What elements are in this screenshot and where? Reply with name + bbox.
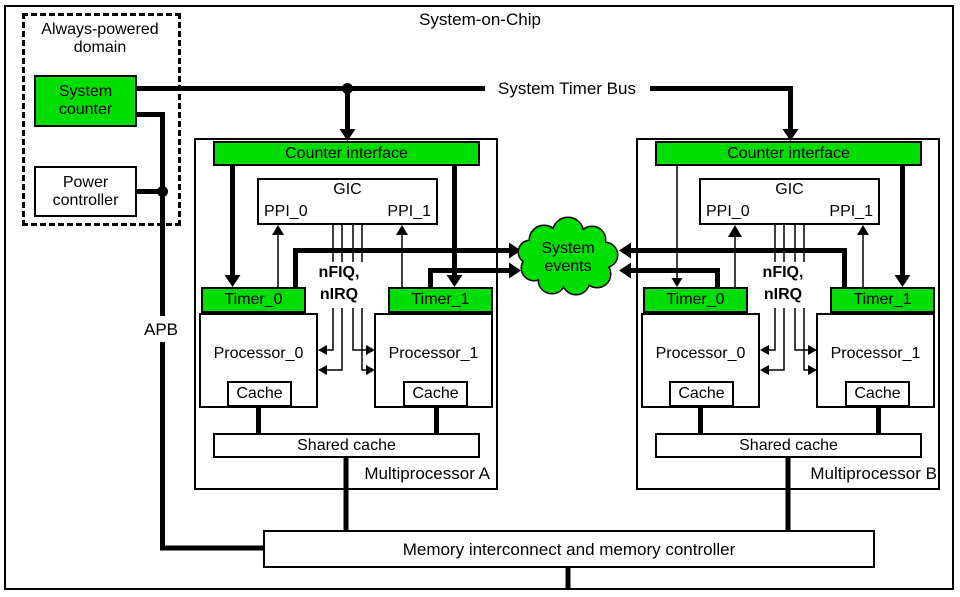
processor1-b-label: Processor_1 bbox=[830, 345, 921, 362]
gic-b-label: GIC bbox=[775, 181, 804, 198]
ppi1-a-label: PPI_1 bbox=[387, 203, 431, 220]
ci-a-timer0-arrowhead bbox=[224, 275, 241, 287]
timer1-b-block: Timer_1 bbox=[830, 287, 935, 313]
cache-b1-box: Cache bbox=[845, 381, 910, 407]
ci-a-timer1-arrowhead bbox=[446, 275, 463, 287]
ci-b-timer0-small-arrowhead bbox=[671, 278, 683, 287]
ppi1-b-label: PPI_1 bbox=[829, 203, 873, 220]
ppi0-b-arrowhead bbox=[728, 225, 742, 237]
timer0-a-event-line bbox=[293, 248, 509, 287]
event-b0-arrowhead bbox=[619, 262, 631, 279]
apb-label: APB bbox=[136, 316, 186, 342]
ppi1-a-arrowhead bbox=[396, 225, 408, 235]
nfiq-b-proc0-arrowhead bbox=[760, 345, 769, 355]
timer-bus-a-arrowhead bbox=[339, 129, 356, 141]
timer1-a-block: Timer_1 bbox=[388, 287, 493, 313]
nfiq-nirq-b-label: nFIQ, nIRQ bbox=[756, 262, 810, 308]
system-counter-block: System counter bbox=[34, 75, 137, 127]
multiprocessor-a-label: Multiprocessor A bbox=[364, 464, 490, 483]
multiprocessor-a-box bbox=[194, 138, 498, 490]
timer0-b-block: Timer_0 bbox=[643, 287, 748, 313]
power-controller-label: Power controller bbox=[52, 173, 119, 209]
nirq-a-proc1-arrowhead bbox=[366, 365, 375, 375]
gic-a-box: GIC PPI_0 PPI_1 bbox=[257, 178, 438, 225]
event-a0-arrowhead bbox=[509, 242, 521, 259]
gic-a-label: GIC bbox=[333, 181, 362, 198]
multiprocessor-b-label: Multiprocessor B bbox=[810, 464, 937, 483]
timer-bus-junction-dot bbox=[342, 83, 353, 94]
nfiq-b-proc1-arrowhead bbox=[808, 345, 817, 355]
nfiq-a-text: nFIQ, bbox=[318, 264, 360, 281]
timer-bus-b-arrowhead bbox=[782, 129, 799, 141]
ci-b-timer1-arrowhead bbox=[894, 275, 911, 287]
page-title: System-on-Chip bbox=[419, 9, 541, 29]
timer0-a-block: Timer_0 bbox=[201, 287, 306, 313]
nirq-b-text: nIRQ bbox=[763, 286, 803, 303]
shared-cache-a-box: Shared cache bbox=[213, 433, 480, 458]
ppi0-a-label: PPI_0 bbox=[264, 203, 308, 220]
nirq-b-proc0-arrowhead bbox=[760, 365, 769, 375]
processor0-b-label: Processor_0 bbox=[655, 345, 746, 362]
multiprocessor-b-box bbox=[636, 138, 940, 490]
nfiq-b-text: nFIQ, bbox=[762, 264, 804, 281]
system-events-line2: events bbox=[544, 258, 592, 275]
ppi1-b-arrowhead bbox=[857, 225, 869, 235]
nirq-a-text: nIRQ bbox=[319, 286, 359, 303]
soc-boundary bbox=[4, 5, 954, 590]
system-timer-bus-label: System Timer Bus bbox=[498, 79, 636, 98]
system-timer-bus-line-right bbox=[650, 86, 793, 129]
timer0-b-event-line bbox=[631, 268, 720, 287]
event-a1-arrowhead bbox=[509, 262, 521, 279]
shared-cache-b-box: Shared cache bbox=[655, 433, 922, 458]
always-powered-domain-box bbox=[22, 13, 181, 226]
nirq-a-proc0-arrowhead bbox=[318, 365, 327, 375]
processor0-a-box: Processor_0 bbox=[199, 313, 318, 408]
processor0-a-label: Processor_0 bbox=[213, 345, 304, 362]
system-events-label: System events bbox=[528, 240, 608, 276]
nfiq-a-proc0-arrowhead bbox=[318, 345, 327, 355]
cache-a1-box: Cache bbox=[403, 381, 468, 407]
event-b1-arrowhead bbox=[619, 242, 631, 259]
timer1-a-event-line bbox=[428, 268, 509, 287]
memory-interconnect-box: Memory interconnect and memory controlle… bbox=[263, 530, 875, 568]
system-counter-label: System counter bbox=[58, 83, 113, 118]
ppi0-a-arrowhead bbox=[272, 225, 284, 235]
counter-interface-a: Counter interface bbox=[213, 141, 480, 166]
cache-b0-box: Cache bbox=[669, 381, 734, 407]
counter-interface-b: Counter interface bbox=[655, 141, 922, 166]
nfiq-nirq-a-label: nFIQ, nIRQ bbox=[312, 262, 366, 308]
ppi0-b-label: PPI_0 bbox=[706, 203, 750, 220]
system-events-line1: System bbox=[541, 240, 595, 257]
nfiq-a-proc1-arrowhead bbox=[366, 345, 375, 355]
system-events-cloud bbox=[517, 216, 619, 296]
always-powered-domain-label: Always-powered domain bbox=[41, 21, 159, 56]
processor1-a-label: Processor_1 bbox=[388, 345, 479, 362]
nirq-b-proc1-arrowhead bbox=[808, 365, 817, 375]
apb-junction-dot bbox=[157, 186, 168, 197]
cache-a0-box: Cache bbox=[227, 381, 292, 407]
power-controller-block: Power controller bbox=[34, 166, 137, 217]
gic-b-box: GIC PPI_0 PPI_1 bbox=[699, 178, 880, 225]
timer1-b-event-line bbox=[631, 248, 847, 287]
